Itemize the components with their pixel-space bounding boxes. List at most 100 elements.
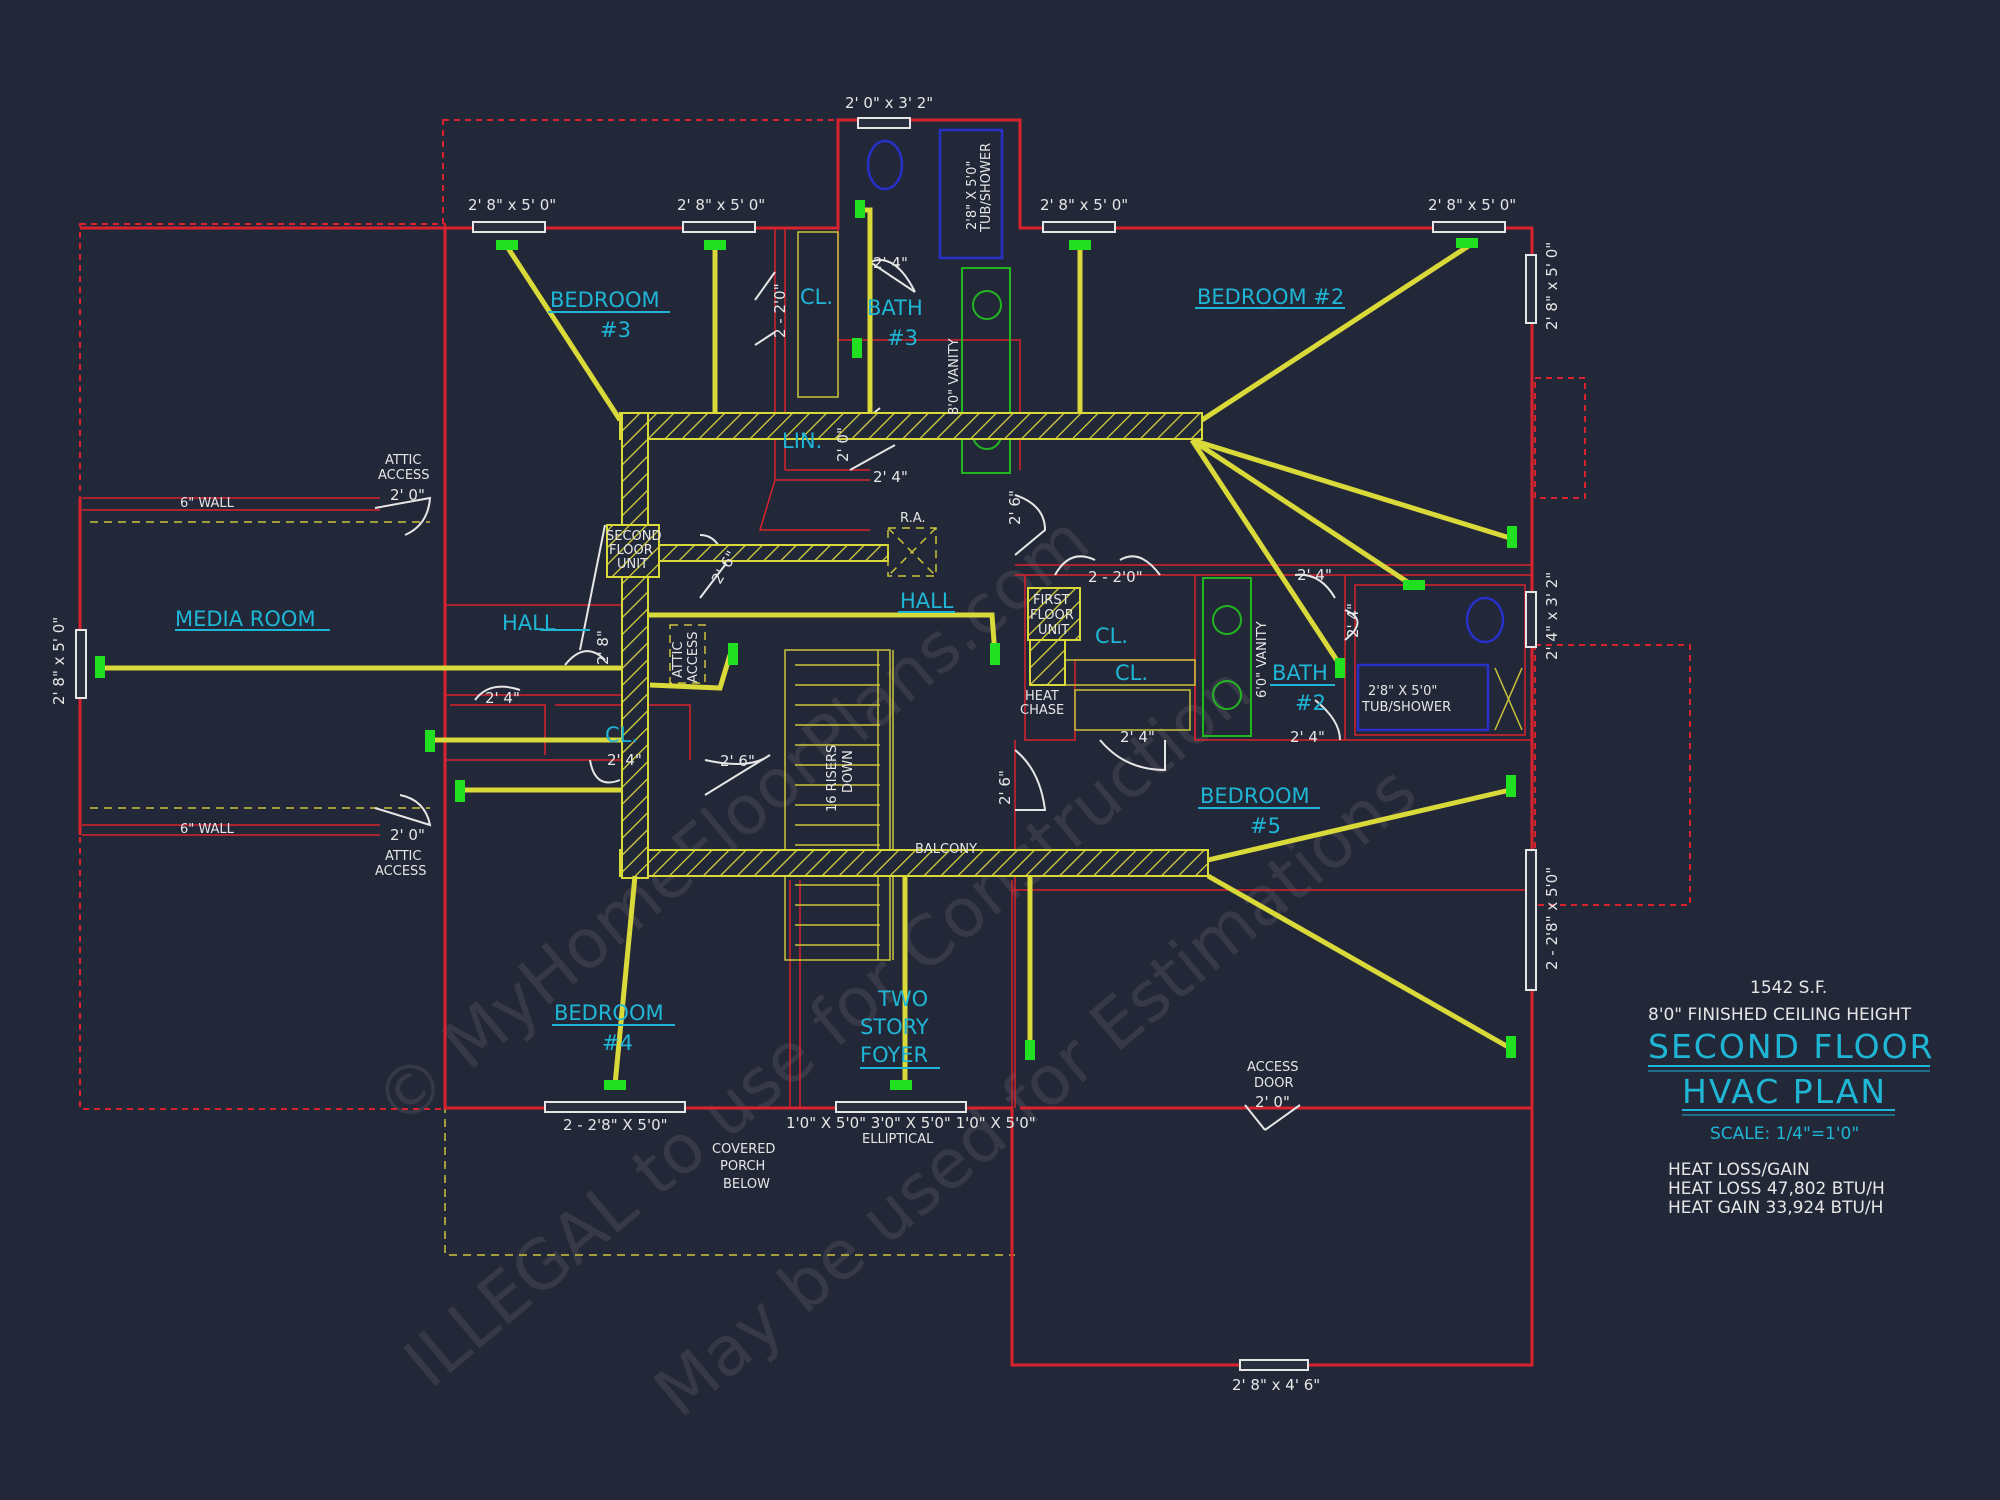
- room-media: MEDIA ROOM: [175, 607, 316, 631]
- room-bath3-number: #3: [887, 326, 918, 350]
- door-dim-bed4-a: 2' 4": [485, 689, 520, 707]
- supply-registers: [95, 200, 1517, 1090]
- first-unit-line-1: FIRST: [1033, 593, 1070, 608]
- first-unit-line-3: UNIT: [1038, 623, 1069, 638]
- room-foyer-line-3: FOYER: [860, 1043, 928, 1067]
- access-door-line-1: ACCESS: [1247, 1060, 1299, 1075]
- register-bath2-a: [1403, 580, 1425, 590]
- vanity8-label: 8'0" VANITY: [947, 338, 962, 415]
- title-ceiling: 8'0" FINISHED CEILING HEIGHT: [1648, 1005, 1912, 1025]
- door-dim-cl-double: 2 - 2'0": [771, 283, 789, 338]
- attic-mid-line-1: ATTIC: [671, 642, 686, 678]
- window-dim-bottom-center: 1'0" X 5'0" 3'0" X 5'0" 1'0" X 5'0": [786, 1114, 1036, 1132]
- register-bedroom4-side: [455, 780, 465, 802]
- attic-bottom-line-1: 2' 0": [390, 826, 425, 844]
- room-hall-left: HALL: [502, 611, 556, 635]
- room-bedroom5-name: BEDROOM: [1200, 784, 1310, 808]
- windows: [75, 117, 1537, 1371]
- door-dim-bath2-b: 2' 4": [1344, 603, 1362, 638]
- room-bedroom3-number: #3: [600, 318, 631, 342]
- door-dim-bath3: 2' 4": [873, 254, 908, 272]
- title-second-floor: SECOND FLOOR: [1648, 1027, 1934, 1066]
- heat-loss: HEAT LOSS 47,802 BTU/H: [1668, 1179, 1885, 1199]
- register-hall: [990, 643, 1000, 665]
- room-cl-1: CL.: [800, 285, 833, 309]
- tub3-line-2: TUB/SHOWER: [979, 143, 994, 233]
- stairs: [784, 649, 894, 961]
- room-bedroom3-name: BEDROOM: [550, 288, 660, 312]
- register-hall-attic: [728, 643, 738, 665]
- register-bedroom2-c: [1507, 526, 1517, 548]
- watermark-line-1: © MyHomeFloorPlans.com: [360, 500, 1104, 1143]
- register-bedroom2-b: [1456, 238, 1478, 248]
- door-dim-hall-2-8: 2' 8": [594, 630, 612, 665]
- window-dim-bottom-left: 2 - 2'8" X 5'0": [563, 1116, 668, 1134]
- room-foyer-line-2: STORY: [860, 1015, 929, 1039]
- attic-bottom-line-2: ATTIC: [385, 849, 421, 864]
- heat-header: HEAT LOSS/GAIN: [1668, 1160, 1810, 1180]
- porch-line-2: PORCH: [720, 1159, 765, 1174]
- door-dim-bedroom2: 2' 6": [1006, 490, 1024, 525]
- room-bath2-number: #2: [1295, 691, 1326, 715]
- tub2-line-2: TUB/SHOWER: [1361, 700, 1451, 715]
- room-bedroom2: BEDROOM #2: [1197, 285, 1344, 309]
- room-labels: BEDROOM #3 BATH #3 BEDROOM #2 MEDIA ROOM…: [175, 285, 1345, 1069]
- watermark: © MyHomeFloorPlans.com ILLEGAL to use fo…: [360, 500, 1431, 1433]
- register-foyer-right: [1025, 1040, 1035, 1060]
- wall-bottom-label: 6" WALL: [180, 822, 235, 837]
- door-dim-bed5: 2' 6": [996, 770, 1014, 805]
- porch-line-1: COVERED: [712, 1142, 775, 1157]
- attic-top-line-2: ACCESS: [378, 468, 430, 483]
- window-elliptical-label: ELLIPTICAL: [862, 1132, 934, 1147]
- heat-gain: HEAT GAIN 33,924 BTU/H: [1668, 1198, 1883, 1218]
- register-cl: [852, 338, 862, 358]
- window-dim-bottom-right: 2' 8" x 4' 6": [1232, 1376, 1320, 1394]
- register-bath2-b: [1335, 658, 1345, 678]
- wall-top-label: 6" WALL: [180, 496, 235, 511]
- register-bedroom2-a: [1069, 240, 1091, 250]
- hall-branch-trunk: [647, 544, 889, 562]
- balcony-label: BALCONY: [915, 842, 977, 857]
- room-bedroom4-number: #4: [602, 1031, 633, 1055]
- vertical-trunk: [621, 412, 649, 879]
- window-dimensions: 2' 0" x 3' 2" 2' 8" x 5' 0" 2' 8" x 5' 0…: [50, 94, 1561, 1394]
- plan-notes: ATTIC ACCESS 2' 0" 2' 0" ATTIC ACCESS 6"…: [180, 143, 1451, 1192]
- register-bath3: [855, 200, 865, 218]
- heat-chase-line-1: HEAT: [1025, 689, 1059, 704]
- room-lin: LIN.: [782, 429, 822, 453]
- window-dim-top-center: 2' 0" x 3' 2": [845, 94, 933, 112]
- register-bedroom3-a: [496, 240, 518, 250]
- window-dim-3: 2' 8" x 5' 0": [1040, 196, 1128, 214]
- room-bedroom4-name: BEDROOM: [554, 1001, 664, 1025]
- attic-top-line-1: ATTIC: [385, 453, 421, 468]
- door-dim-bath2-a: 2' 4": [1297, 566, 1332, 584]
- window-dim-right-low: 2 - 2'8" x 5'0": [1543, 867, 1561, 970]
- room-cl-2: CL.: [1095, 624, 1128, 648]
- room-bath3-name: BATH: [867, 296, 923, 320]
- window-dim-right-mid: 2' 4" x 3' 2": [1543, 572, 1561, 660]
- register-bedroom4: [604, 1080, 626, 1090]
- door-dim-bed4-b: 2' 4": [607, 751, 642, 769]
- return-air-grille: [887, 527, 937, 577]
- window-dim-1: 2' 8" x 5' 0": [468, 196, 556, 214]
- first-floor-unit: [1027, 587, 1081, 641]
- register-closet: [425, 730, 435, 752]
- title-block: 1542 S.F. 8'0" FINISHED CEILING HEIGHT S…: [1648, 978, 1934, 1218]
- room-foyer-line-1: TWO: [877, 987, 928, 1011]
- attic-bottom-line-3: ACCESS: [375, 864, 427, 879]
- attic-top-line-3: 2' 0": [390, 486, 425, 504]
- porch-line-3: BELOW: [723, 1177, 770, 1192]
- title-scale: SCALE: 1/4"=1'0": [1710, 1124, 1859, 1144]
- register-media: [95, 656, 105, 678]
- tub3-line-1: 2'8" X 5'0": [965, 161, 980, 230]
- access-door-line-3: 2' 0": [1255, 1093, 1290, 1111]
- main-trunk-upper: [619, 412, 1203, 440]
- room-bath2-name: BATH: [1272, 661, 1328, 685]
- title-hvac-plan: HVAC PLAN: [1682, 1072, 1887, 1111]
- room-hall-center: HALL: [900, 589, 954, 613]
- second-unit-line-3: UNIT: [617, 557, 648, 572]
- door-dim-double-cl: 2 - 2'0": [1088, 568, 1143, 586]
- room-bedroom5-number: #5: [1250, 814, 1281, 838]
- window-dim-right-top: 2' 8" x 5' 0": [1543, 242, 1561, 330]
- hvac-trunks: [606, 412, 1209, 879]
